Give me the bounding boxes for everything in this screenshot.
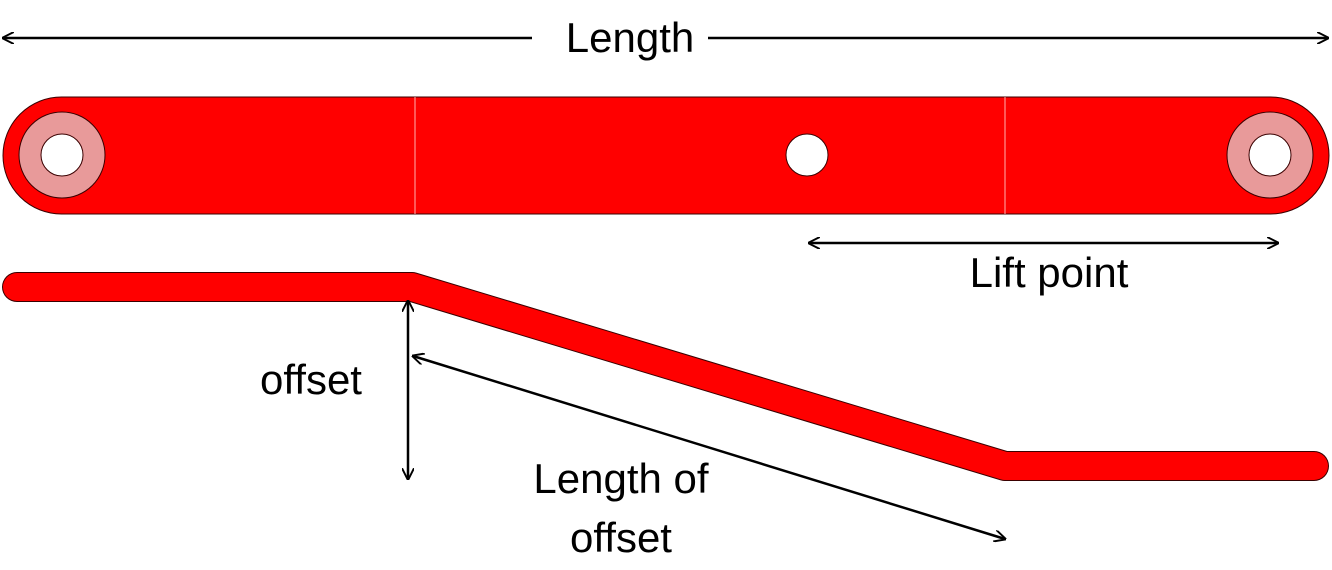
length-of-offset-arrow: [413, 356, 1005, 539]
offset-label: offset: [260, 356, 362, 403]
length-dimension: Length: [3, 14, 1328, 61]
length-of-offset-label-line2: offset: [570, 514, 672, 561]
length-label: Length: [566, 14, 694, 61]
link-bar-top-view: [2, 96, 1330, 215]
length-of-offset-label-line1: Length of: [533, 455, 708, 502]
right-hole: [1248, 133, 1292, 177]
lift-point-dimension: Lift point: [809, 243, 1278, 296]
link-bar-side-view: [2, 272, 1329, 481]
side-profile: [3, 273, 1328, 480]
lift-point-label: Lift point: [970, 249, 1129, 296]
link-bar-body: [2, 96, 1330, 215]
left-hole: [40, 133, 84, 177]
length-of-offset-dimension: Length of offset: [413, 356, 1005, 561]
offset-dimension: offset: [260, 301, 408, 479]
lift-point-hole: [785, 133, 829, 177]
